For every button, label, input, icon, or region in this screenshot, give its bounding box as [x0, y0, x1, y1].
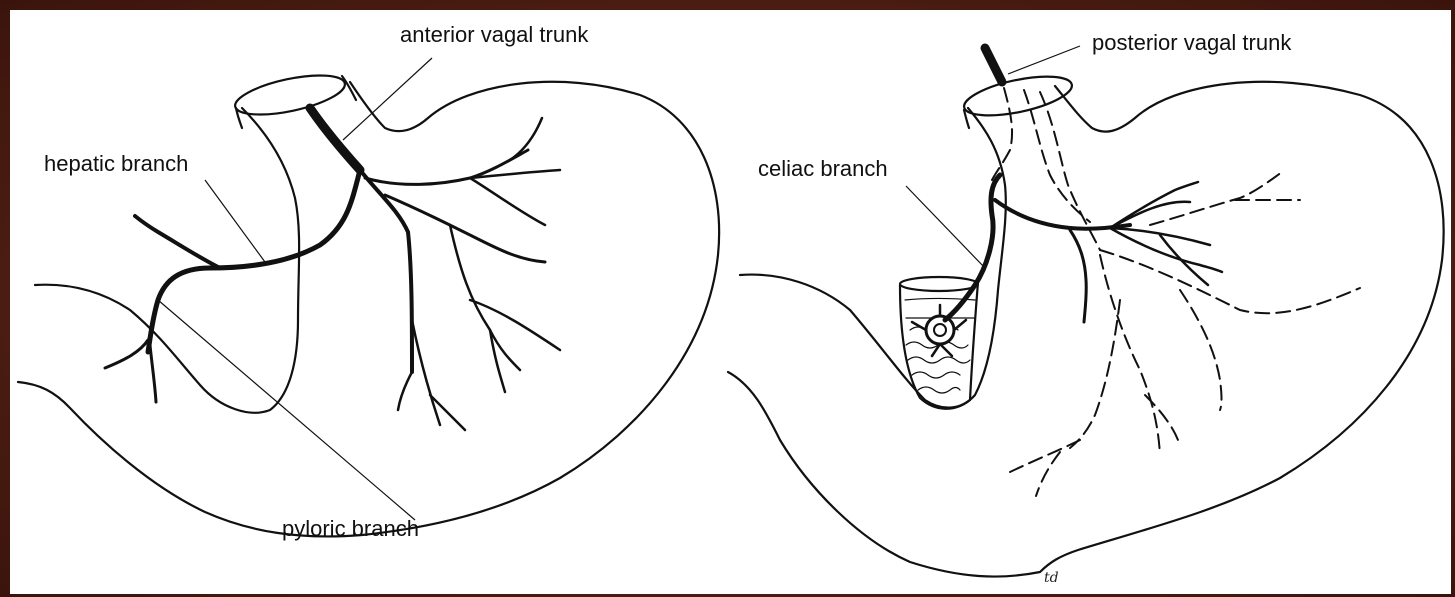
- esophagus-opening-right: [961, 69, 1075, 123]
- anterior-gastric-a3: [510, 118, 542, 160]
- leader-posterior-vagal-trunk: [1008, 46, 1080, 74]
- label-pyloric-branch: pyloric branch: [282, 516, 419, 541]
- hepatic-sub-a: [105, 340, 148, 368]
- anterior-gastric-b3: [470, 300, 560, 350]
- posterior-gastric-e: [1070, 230, 1086, 322]
- celiac-branch-upper: [995, 200, 1130, 229]
- label-posterior-vagal-trunk: posterior vagal trunk: [1092, 30, 1292, 55]
- hidden-branch-h: [1010, 440, 1080, 472]
- anterior-gastric-c: [412, 320, 440, 425]
- leader-celiac-branch: [906, 186, 985, 268]
- leader-pyloric-branch: [158, 300, 415, 520]
- label-hepatic-branch: hepatic branch: [44, 151, 188, 176]
- leader-hepatic-branch: [205, 180, 265, 262]
- label-anterior-vagal-trunk: anterior vagal trunk: [400, 22, 589, 47]
- hidden-branch-g: [1145, 395, 1178, 440]
- hidden-branch-e: [1100, 255, 1160, 455]
- anterior-gastric-a: [365, 150, 528, 184]
- hidden-branch-d: [1180, 290, 1222, 410]
- posterior-stomach: [728, 46, 1444, 577]
- anterior-gastric-b2: [450, 225, 520, 370]
- esophagus-opening-left: [232, 68, 348, 123]
- anterior-vagal-trunk-nerve: [310, 108, 360, 170]
- hepatic-sub-b: [150, 345, 156, 402]
- hidden-branch-a: [1150, 172, 1282, 225]
- stomach-outline-left: [18, 82, 719, 537]
- hidden-branch-f: [1070, 300, 1120, 448]
- hepatic-branch-upper: [135, 216, 220, 268]
- anterior-gastric-main: [360, 170, 412, 372]
- artist-signature: td: [1044, 570, 1059, 586]
- anterior-stomach: [18, 58, 719, 536]
- label-celiac-branch: celiac branch: [758, 156, 888, 181]
- anterior-gastric-c3: [398, 372, 412, 410]
- posterior-trunk-hidden-b: [1024, 90, 1090, 222]
- hepatic-branch-nerve: [148, 170, 360, 352]
- hidden-branch-c: [1100, 250, 1360, 313]
- anterior-gastric-d: [490, 330, 505, 392]
- posterior-vagal-trunk-nerve: [985, 48, 1002, 82]
- anterior-gastric-a2: [470, 178, 545, 225]
